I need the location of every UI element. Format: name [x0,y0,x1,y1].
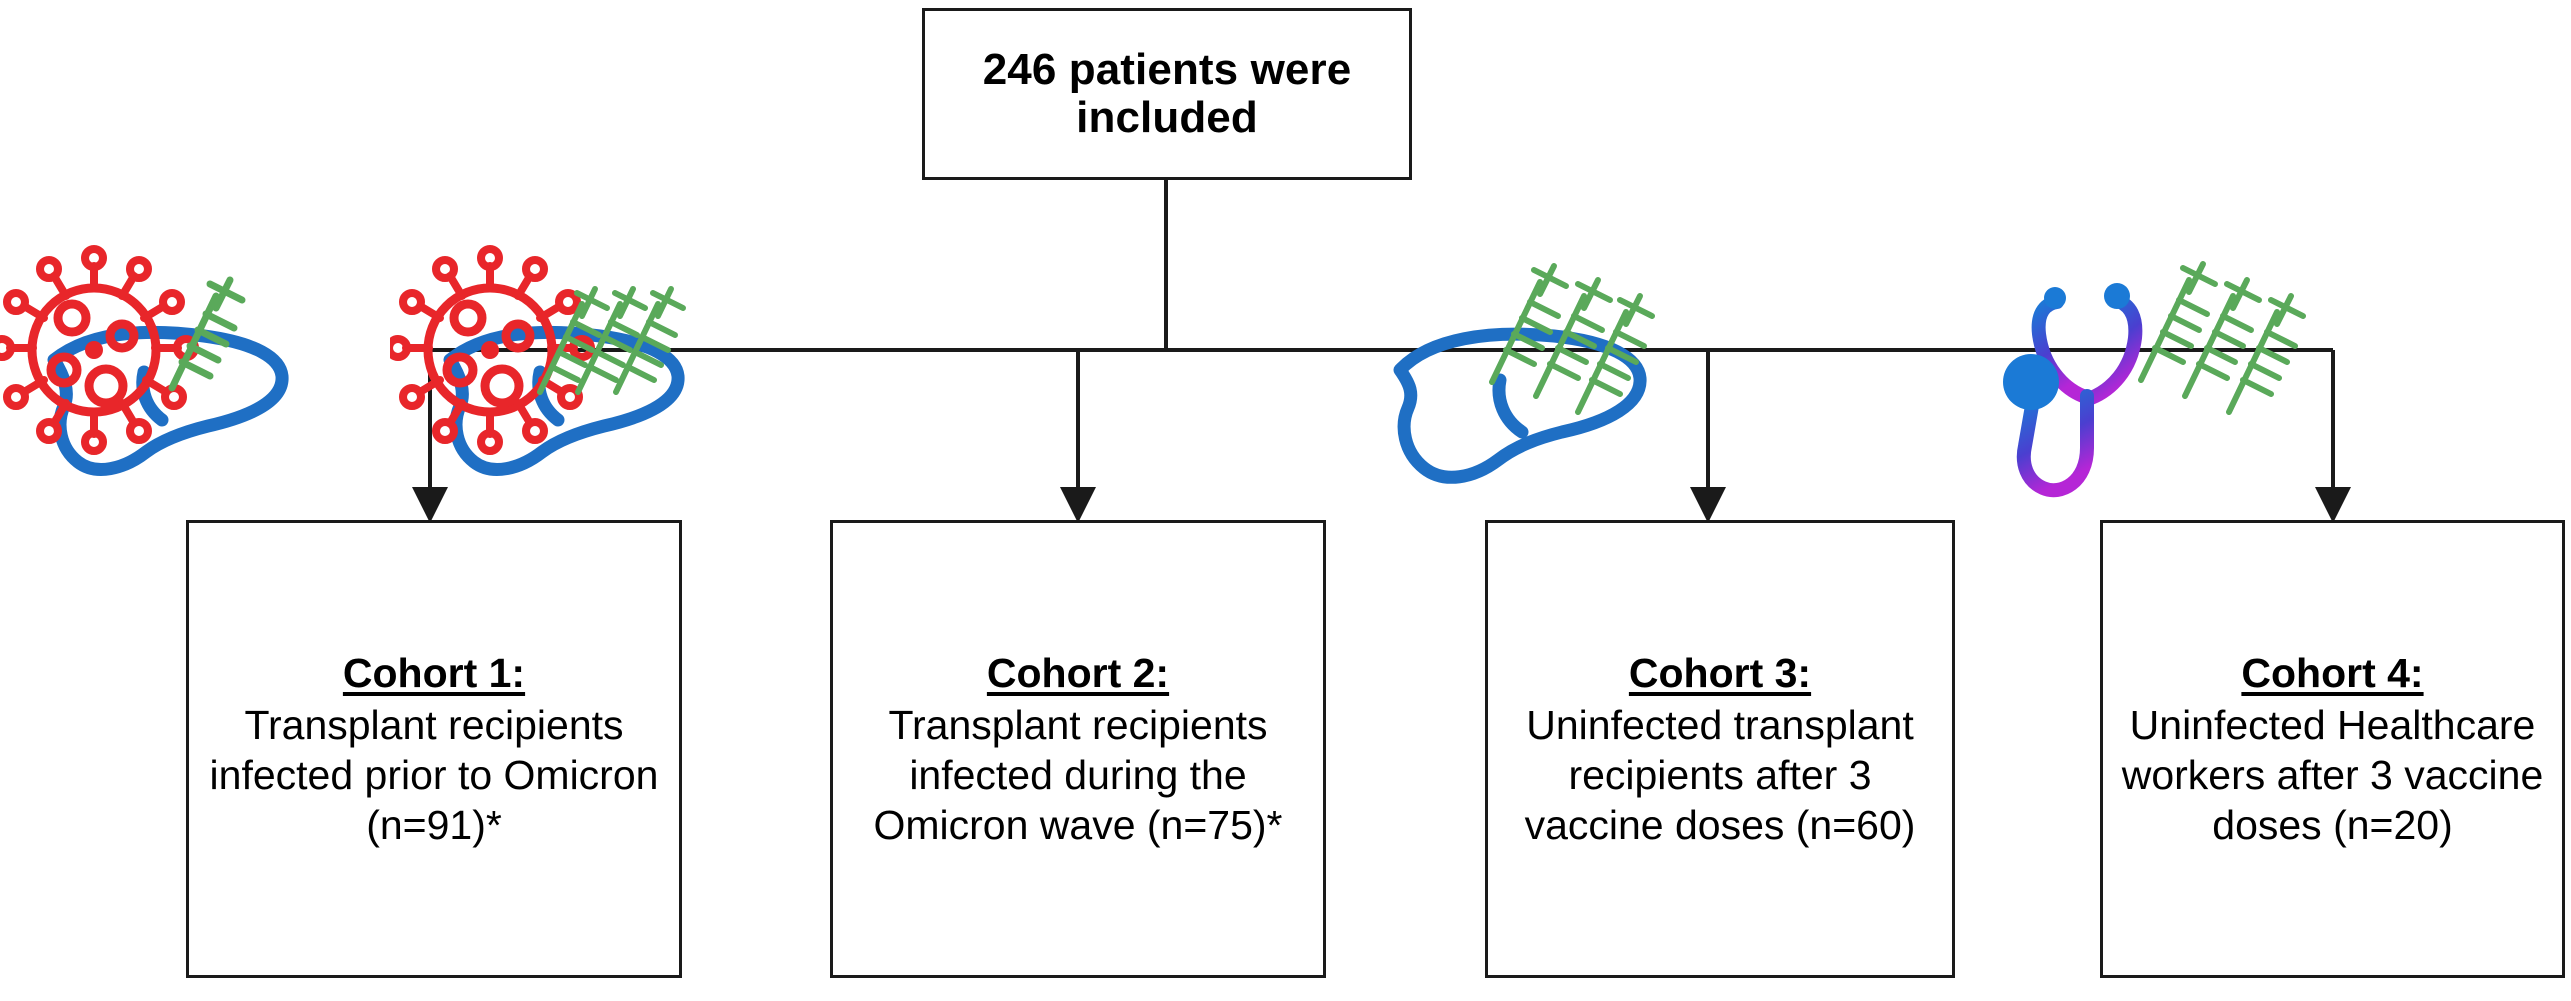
cohort-2-text: Cohort 2: Transplant recipients infected… [833,648,1323,850]
coronavirus-icon [390,245,595,455]
cohort-2-icon-group [390,245,686,476]
cohort-3-title: Cohort 3: [1628,649,1812,696]
cohort-2-description: Transplant recipients infected during th… [873,701,1283,849]
cohort-3-description: Uninfected transplant recipients after 3… [1524,701,1916,849]
syringe-icon [1489,263,1569,385]
cohort-4-text: Cohort 4: Uninfected Healthcare workers … [2103,648,2562,850]
syringe-icon [1575,293,1655,415]
syringe-icon [2138,261,2218,383]
syringe-icon [613,286,686,395]
cohort-4-icon-group [2003,261,2306,498]
cohort-4-title: Cohort 4: [2241,649,2424,696]
syringe-icon [575,286,648,395]
cohort-1-text: Cohort 1: Transplant recipients infected… [189,648,679,850]
cohort-2-title: Cohort 2: [986,649,1170,696]
cohort-1-title: Cohort 1: [342,649,526,696]
cohort-4-description: Uninfected Healthcare workers after 3 va… [2121,701,2544,849]
liver-icon [47,325,289,476]
syringe-icon [537,286,610,395]
cohort-1-description: Transplant recipients infected prior to … [209,701,659,849]
syringe-icon [1533,277,1613,399]
syringe-icon [168,276,246,392]
syringe-icon [2226,293,2306,415]
root-node-label: 246 patients were included [982,44,1352,142]
coronavirus-icon [0,245,199,455]
liver-icon [443,325,685,476]
cohort-1-icon-group [0,245,289,476]
cohort-3-box: Cohort 3: Uninfected transplant recipien… [1485,520,1955,978]
cohort-2-box: Cohort 2: Transplant recipients infected… [830,520,1326,978]
cohort-4-box: Cohort 4: Uninfected Healthcare workers … [2100,520,2565,978]
root-node-box: 246 patients were included [922,8,1412,180]
stethoscope-icon [2003,283,2143,498]
cohort-1-box: Cohort 1: Transplant recipients infected… [186,520,682,978]
liver-icon [1393,327,1647,484]
cohort-3-icon-group [1393,263,1655,484]
cohort-3-text: Cohort 3: Uninfected transplant recipien… [1488,648,1952,850]
syringe-icon [2182,277,2262,399]
